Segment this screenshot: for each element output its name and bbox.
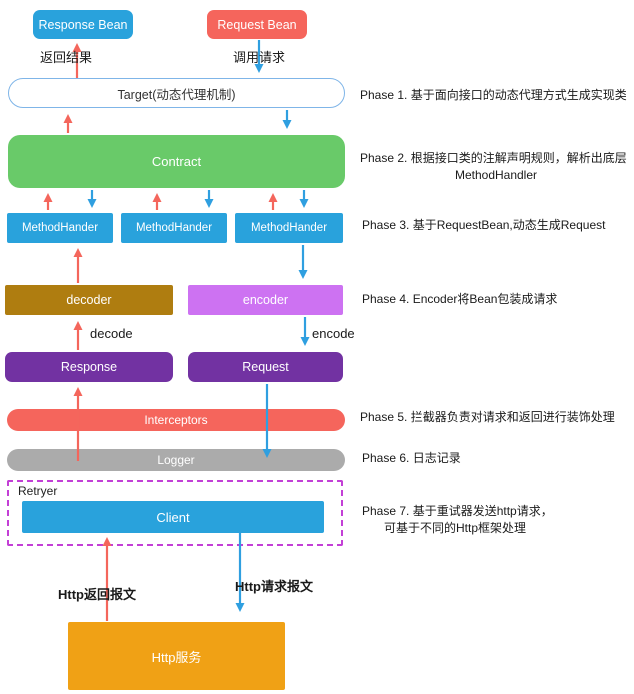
http-response-label: Http返回报文: [58, 587, 136, 602]
return-result-label: 返回结果: [40, 50, 93, 65]
decode-label: decode: [90, 326, 133, 341]
phase-5-text: Phase 5. 拦截器负责对请求和返回进行装饰处理: [360, 410, 615, 424]
target-node: Target(动态代理机制): [8, 78, 345, 108]
contract-node: Contract: [8, 135, 345, 188]
phase-7-line2: 可基于不同的Http框架处理: [384, 521, 527, 536]
phase-2-text: Phase 2. 根据接口类的注解声明规则，解析出底层 MethodHandle…: [360, 150, 632, 185]
interceptors-node: Interceptors: [7, 409, 345, 431]
http-service-node: Http服务: [68, 622, 285, 690]
phase-7-line1: Phase 7. 基于重试器发送http请求，: [362, 504, 553, 518]
phase-2-line2: MethodHandler: [454, 168, 538, 183]
invoke-request-label: 调用请求: [233, 50, 286, 65]
phase-3-text: Phase 3. 基于RequestBean,动态生成Request: [362, 218, 606, 232]
phase-7-text: Phase 7. 基于重试器发送http请求， 可基于不同的Http框架处理: [362, 503, 553, 538]
method-handler-node-2: MethodHander: [121, 213, 227, 243]
decoder-node: decoder: [5, 285, 173, 315]
request-node: Request: [188, 352, 343, 382]
logger-node: Logger: [7, 449, 345, 471]
request-bean-node: Request Bean: [207, 10, 307, 39]
phase-2-line1: Phase 2. 根据接口类的注解声明规则，解析出底层: [360, 151, 627, 165]
retryer-label: Retryer: [18, 484, 58, 498]
response-bean-node: Response Bean: [33, 10, 133, 39]
encoder-node: encoder: [188, 285, 343, 315]
phase-4-text: Phase 4. Encoder将Bean包装成请求: [362, 292, 558, 306]
http-request-label: Http请求报文: [235, 579, 313, 594]
method-handler-node-1: MethodHander: [7, 213, 113, 243]
retryer-group: Retryer Client: [7, 480, 343, 546]
encode-label: encode: [312, 326, 355, 341]
phase-1-text: Phase 1. 基于面向接口的动态代理方式生成实现类: [360, 88, 627, 102]
method-handler-node-3: MethodHander: [235, 213, 343, 243]
response-node: Response: [5, 352, 173, 382]
client-node: Client: [22, 501, 324, 533]
phase-6-text: Phase 6. 日志记录: [362, 451, 461, 465]
